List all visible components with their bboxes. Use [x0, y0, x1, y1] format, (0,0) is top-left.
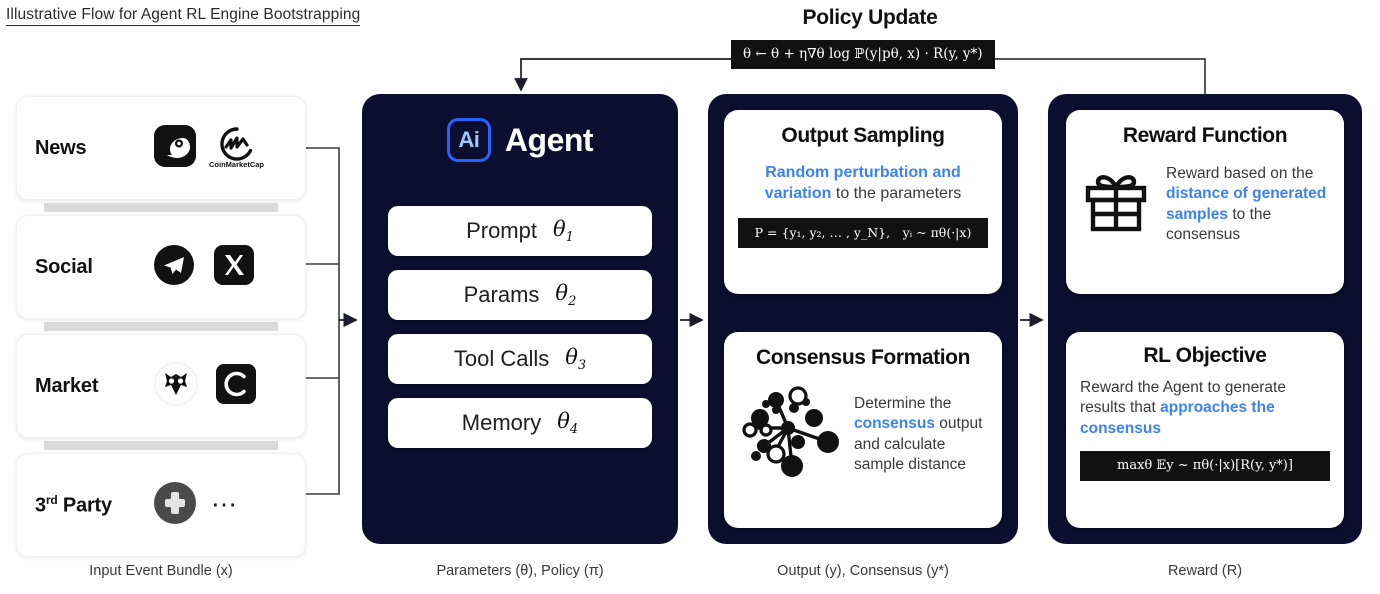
input-card-social[interactable]: Social: [16, 215, 306, 319]
ellipsis-icon: ⋯: [211, 489, 239, 520]
output-panel: Output Sampling Random perturbation and …: [708, 94, 1018, 544]
reward-function-card[interactable]: Reward Function Re: [1066, 110, 1344, 294]
reward-function-title: Reward Function: [1122, 124, 1288, 147]
input-card-third-party[interactable]: 3rd Party ⋯: [16, 453, 306, 557]
policy-update-title: Policy Update: [802, 6, 938, 29]
parrot-app-icon: [153, 124, 197, 173]
coinmarketcap-label: CoinMarketCap: [209, 160, 265, 169]
reward-panel: Reward Function Re: [1048, 94, 1362, 544]
input-label-news: News: [35, 136, 87, 159]
param-label-params: Params: [463, 282, 540, 307]
caption-agent: Parameters (θ), Policy (π): [436, 563, 604, 579]
policy-update-formula: θ ← θ + η∇θ log ℙ(y|pθ, x) · R(y, y*): [731, 40, 995, 69]
owl-icon: [153, 361, 199, 412]
param-row-params[interactable]: Params θ2: [388, 270, 652, 320]
param-symbol-memory: θ4: [557, 408, 579, 438]
rl-objective-title: RL Objective: [1143, 344, 1267, 367]
param-label-tool-calls: Tool Calls: [453, 346, 550, 371]
caption-input: Input Event Bundle (x): [89, 563, 233, 579]
rl-objective-card[interactable]: RL Objective Reward the Agent to generat…: [1066, 332, 1344, 528]
param-label-prompt: Prompt: [466, 218, 537, 243]
param-symbol-params: θ2: [555, 280, 577, 310]
input-card-market[interactable]: Market: [16, 334, 306, 438]
agent-title: Agent: [504, 121, 594, 158]
input-separator-2: [44, 322, 278, 331]
output-sampling-text: Random perturbation and variation to the…: [764, 164, 962, 203]
input-label-social: Social: [35, 255, 93, 278]
reward-function-text: Reward based on the distance of generate…: [1166, 165, 1327, 244]
input-event-bundle: News CoinMarketCap: [16, 96, 306, 560]
gift-box-icon: [1080, 167, 1152, 242]
param-row-tool-calls[interactable]: Tool Calls θ3: [388, 334, 652, 384]
x-cross-circle-icon: [153, 481, 197, 530]
output-sampling-title: Output Sampling: [781, 124, 945, 147]
input-card-news[interactable]: News CoinMarketCap: [16, 96, 306, 200]
output-sampling-formula: P = {y₁, y₂, … , y_N}, yᵢ ~ πθ(·|x): [738, 218, 988, 249]
param-row-memory[interactable]: Memory θ4: [388, 398, 652, 448]
telegram-icon: [153, 244, 195, 291]
output-sampling-card[interactable]: Output Sampling Random perturbation and …: [724, 110, 1002, 294]
agent-parameter-list: Prompt θ1 Params θ2 Tool Calls θ3 Memory…: [362, 206, 678, 448]
input-label-third-party: 3rd Party: [35, 492, 112, 517]
consensus-formation-card[interactable]: Consensus Formation: [724, 332, 1002, 528]
input-label-market: Market: [35, 374, 99, 397]
param-row-prompt[interactable]: Prompt θ1: [388, 206, 652, 256]
coinmarketcap-logo: CoinMarketCap: [209, 127, 264, 169]
input-separator-3: [44, 441, 278, 450]
param-symbol-tool-calls: θ3: [565, 344, 587, 374]
caption-reward: Reward (R): [1167, 563, 1243, 579]
input-separator-1: [44, 203, 278, 212]
c-letter-icon: [215, 363, 257, 410]
page-title: Illustrative Flow for Agent RL Engine Bo…: [6, 6, 361, 26]
rl-objective-text: Reward the Agent to generate results tha…: [1080, 379, 1286, 437]
rl-objective-formula: maxθ 𝔼y ~ πθ(·|x)[R(y, y*)]: [1080, 451, 1330, 482]
consensus-text: Determine the consensus output and calcu…: [854, 394, 983, 473]
network-graph-icon: [736, 380, 844, 489]
consensus-title: Consensus Formation: [755, 346, 971, 369]
agent-panel: Ai Agent Prompt θ1 Params θ2 Tool Calls …: [362, 94, 678, 544]
ai-badge-icon: Ai: [446, 118, 491, 162]
caption-output: Output (y), Consensus (y*): [777, 563, 949, 579]
param-label-memory: Memory: [461, 410, 542, 435]
x-twitter-icon: [213, 244, 255, 291]
param-symbol-prompt: θ1: [552, 216, 574, 246]
